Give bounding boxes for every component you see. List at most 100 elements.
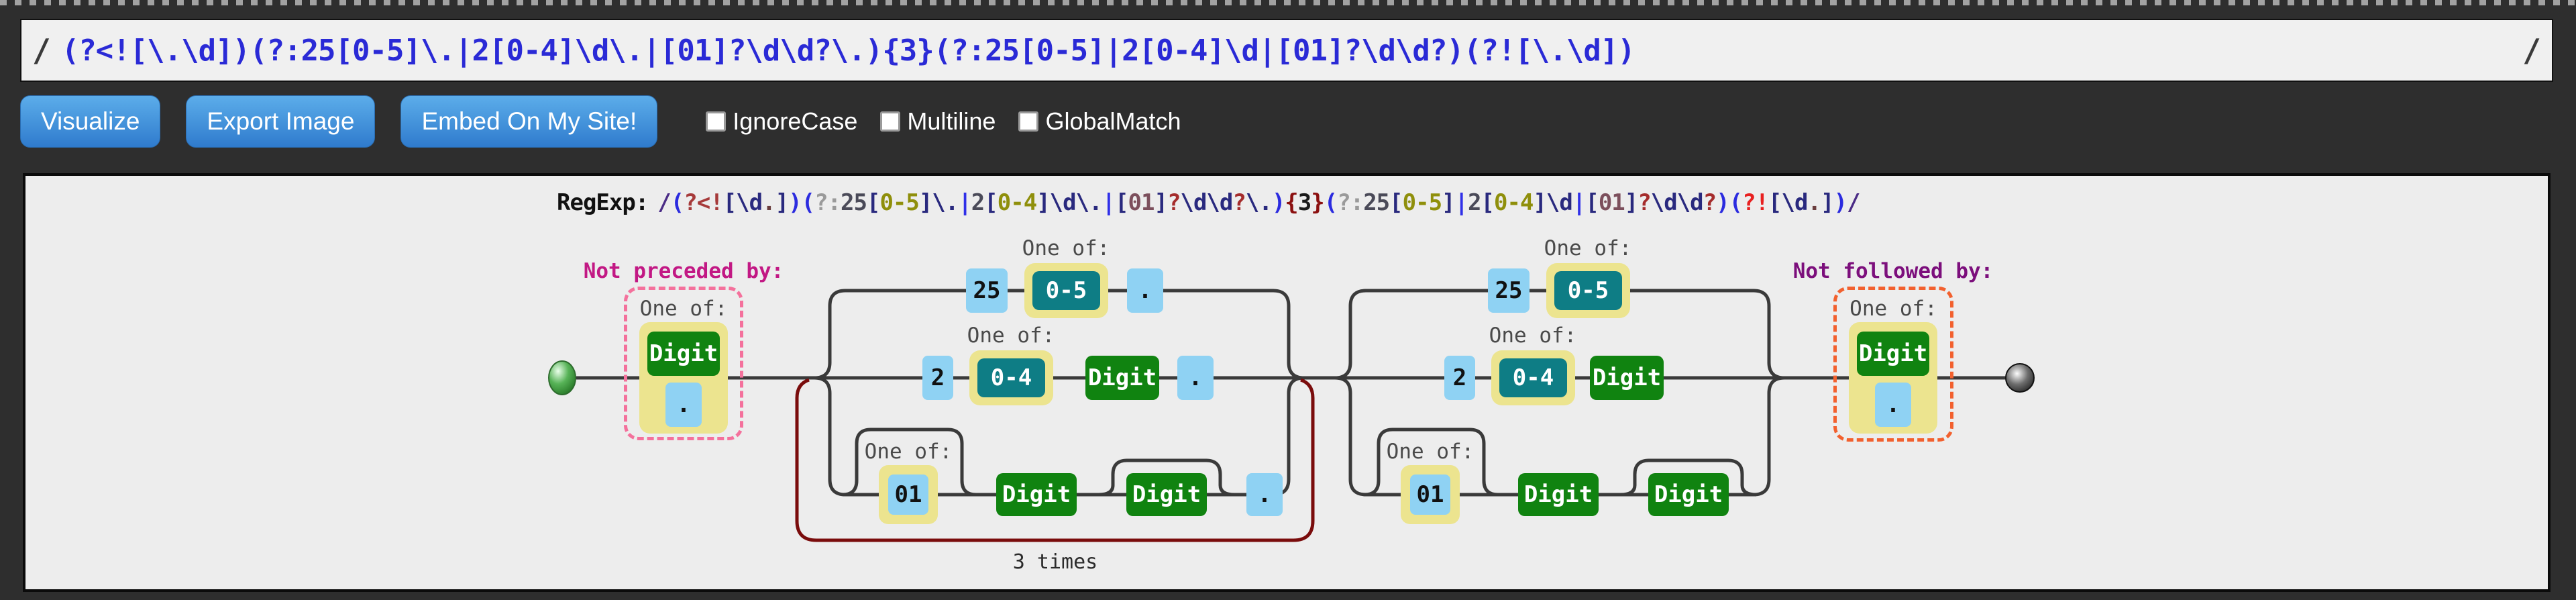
range-box-0-4: 0-4 [977,358,1045,397]
regex-pattern-input[interactable]: (?<![\.\d])(?:25[0-5]\.|2[0-4]\d\.|[01]?… [61,33,1635,68]
group1-bypass-01 [842,428,977,497]
regexp-caption-segment: ( [1324,189,1338,216]
not-preceded-title: Not preceded by: [583,259,784,283]
literal-box-01: 01 [888,474,928,515]
diagram-panel [23,173,2551,592]
regexp-caption-segment: \d [1180,189,1207,216]
regexp-caption-segment: ? [1167,189,1181,216]
one-of-label: One of: [864,440,953,464]
regexp-caption-segment: [ [1481,189,1495,216]
regexp-caption-segment: 01 [1598,189,1625,216]
end-node [2005,363,2035,393]
globalmatch-option: GlobalMatch [1001,107,1181,136]
regexp-caption-segment: \d [1781,189,1809,216]
regexp-caption-segment: ( [1729,189,1743,216]
regexp-caption-segment: 01 [1128,189,1155,216]
digit-box: Digit [996,473,1077,516]
regexp-caption-segment: ] [918,189,933,216]
regexp-caption-segment: \d [1049,189,1077,216]
regexp-caption-segment: { [1285,189,1299,216]
regexp-caption-segment: ] [1442,189,1456,216]
regexp-caption-segment: } [1311,189,1325,216]
regexp-caption-segment: \d [1206,189,1233,216]
regexp-caption-segment: . [1807,189,1821,216]
regexp-caption-segment: ] [1036,189,1051,216]
regexp-caption-segment: 0-4 [997,189,1037,216]
visualize-button[interactable]: Visualize [20,95,161,148]
regexp-caption-segment: | [1572,189,1587,216]
not-followed-one-of-label: One of: [1849,297,1937,321]
export-image-button[interactable]: Export Image [186,95,376,148]
digit-box: Digit [1518,473,1599,516]
literal-box-25: 25 [1488,268,1529,313]
regexp-caption-segment: 2 [971,189,985,216]
ignorecase-checkbox[interactable] [706,111,727,132]
ignorecase-option: IgnoreCase [688,107,857,136]
regexp-caption-segment: ? [1232,189,1246,216]
regexp-caption-segment: [ [1115,189,1129,216]
regexp-caption: RegExp:/(?<![\d.])(?:25[0-5]\.|2[0-4]\d\… [557,189,1860,216]
toolbar: Visualize Export Image Embed On My Site!… [20,95,1181,148]
literal-box-2: 2 [922,356,953,400]
regexp-caption-segment: ? [1703,189,1717,216]
regexp-caption-segment: \. [932,189,959,216]
literal-box-2: 2 [1444,356,1475,400]
range-box-0-5: 0-5 [1032,271,1100,310]
multiline-checkbox[interactable] [880,111,901,132]
embed-button[interactable]: Embed On My Site! [400,95,658,148]
regexp-caption-segment: ] [1820,189,1835,216]
regexp-caption-segment: 0-5 [1402,189,1442,216]
regexp-caption-segment: ? [1638,189,1652,216]
not-followed-title: Not followed by: [1792,259,1994,283]
regexp-caption-segment: | [1454,189,1469,216]
regexp-caption-segment: 3 [1297,189,1312,216]
not-preceded-one-of-label: One of: [639,297,728,321]
literal-box-01: 01 [1410,474,1450,515]
regexp-caption-segment: ) [1833,189,1847,216]
dot-char-box: . [1127,268,1163,313]
regexp-caption-segment: 0-4 [1493,189,1534,216]
regexp-caption-label: RegExp: [557,189,649,216]
regexp-caption-segment: \d [1546,189,1573,216]
regex-input-bar[interactable]: / (?<![\.\d])(?:25[0-5]\.|2[0-4]\d\.|[01… [20,19,2553,82]
regex-close-delimiter: / [2522,32,2541,68]
regexp-caption-segment: ] [1533,189,1547,216]
regexp-caption-segment: \. [1075,189,1103,216]
one-of-label: One of: [1544,236,1632,260]
dot-char-box: . [1246,473,1283,516]
regexp-caption-segment: ?: [814,189,841,216]
group2-bypass-digit2 [1620,458,1757,497]
regexp-caption-segment: 2 [1468,189,1482,216]
digit-box: Digit [647,332,720,376]
regexp-caption-segment: \. [1245,189,1273,216]
multiline-label[interactable]: Multiline [907,107,996,135]
digit-box: Digit [1085,356,1159,400]
one-of-label: One of: [1022,236,1110,260]
globalmatch-label[interactable]: GlobalMatch [1045,107,1181,135]
regexp-caption-segment: ) [1271,189,1286,216]
regexp-caption-segments: /(?<![\d.])(?:25[0-5]\.|2[0-4]\d\.|[01]?… [657,189,1860,216]
globalmatch-checkbox[interactable] [1018,111,1039,132]
regexp-caption-segment: | [958,189,972,216]
digit-box: Digit [1857,332,1929,376]
regexp-caption-segment: \d [1676,189,1704,216]
regex-open-delimiter: / [32,32,51,68]
regexp-caption-segment: ?! [1742,189,1769,216]
digit-box: Digit [1126,473,1207,516]
dot-char-box: . [1875,383,1911,427]
ignorecase-label[interactable]: IgnoreCase [733,107,858,135]
multiline-option: Multiline [863,107,996,136]
regexp-caption-segment: ( [670,189,685,216]
regexp-caption-segment: / [657,189,672,216]
dot-char-box: . [1177,356,1214,400]
repeat-loop [795,378,1315,542]
group2-bypass-01 [1364,428,1499,497]
one-of-label: One of: [1489,323,1577,348]
regexp-caption-segment: ?: [1337,189,1364,216]
group1-bypass-digit2 [1098,458,1235,497]
range-box-0-4: 0-4 [1499,358,1567,397]
regexp-caption-segment: 0-5 [879,189,919,216]
regexp-caption-segment: [ [1585,189,1599,216]
